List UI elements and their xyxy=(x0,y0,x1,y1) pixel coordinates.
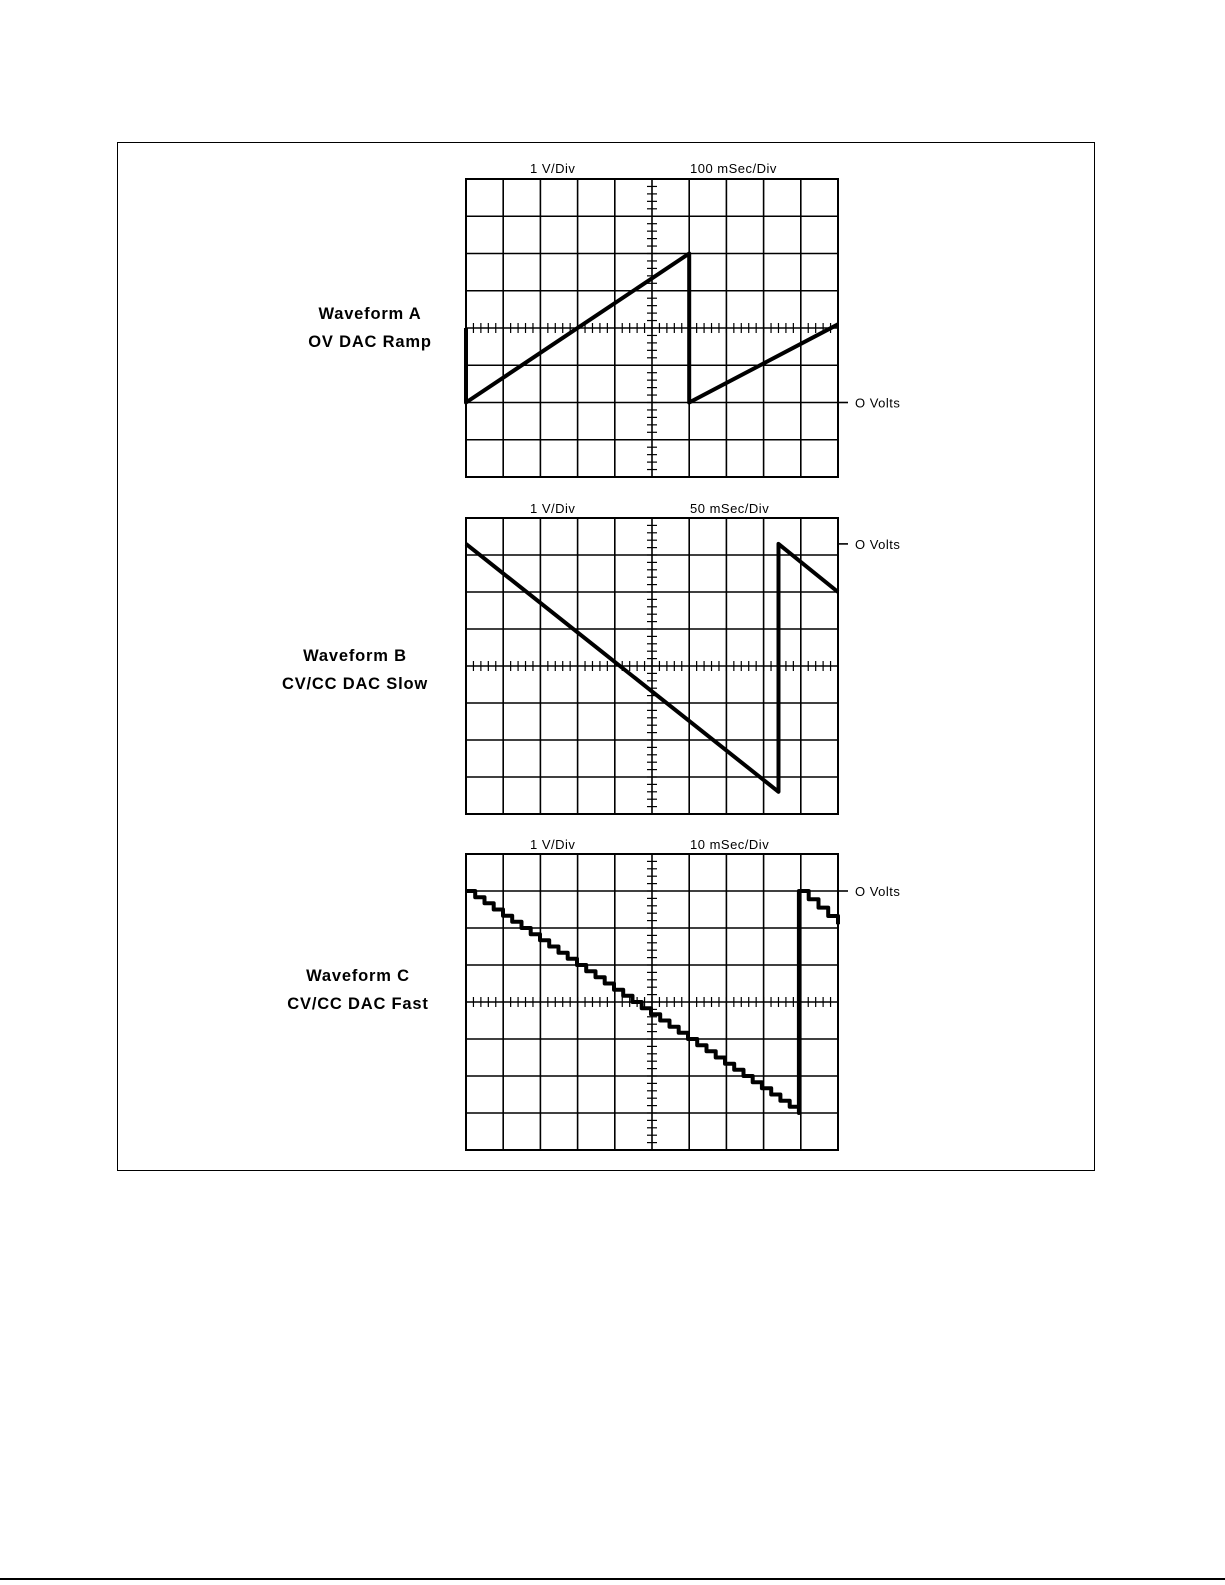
waveform-c-subtitle: CV/CC DAC Fast xyxy=(258,990,458,1018)
waveform-c-volts-per-div: 1 V/Div xyxy=(530,837,575,852)
waveform-b-scope: 1 V/Div 50 mSec/Div O Volts xyxy=(466,501,900,814)
waveform-b-time-per-div: 50 mSec/Div xyxy=(690,501,769,516)
waveform-a-label: Waveform A OV DAC Ramp xyxy=(270,300,470,356)
waveform-b-volts-per-div: 1 V/Div xyxy=(530,501,575,516)
waveform-a-time-per-div: 100 mSec/Div xyxy=(690,161,777,176)
waveform-a-volts-per-div: 1 V/Div xyxy=(530,161,575,176)
waveform-c-scope: 1 V/Div 10 mSec/Div O Volts xyxy=(466,837,900,1150)
waveform-a-subtitle: OV DAC Ramp xyxy=(270,328,470,356)
waveform-a-zero-volts-label: O Volts xyxy=(855,396,900,411)
waveform-b-subtitle: CV/CC DAC Slow xyxy=(255,670,455,698)
waveform-c-zero-volts-label: O Volts xyxy=(855,884,900,899)
waveform-b-zero-volts-label: O Volts xyxy=(855,537,900,552)
waveform-c-title: Waveform C xyxy=(258,962,458,990)
waveform-c-label: Waveform C CV/CC DAC Fast xyxy=(258,962,458,1018)
waveform-b-title: Waveform B xyxy=(255,642,455,670)
waveform-a-title: Waveform A xyxy=(270,300,470,328)
waveform-c-time-per-div: 10 mSec/Div xyxy=(690,837,769,852)
waveform-a-scope: 1 V/Div 100 mSec/Div O Volts xyxy=(466,161,900,477)
waveform-b-label: Waveform B CV/CC DAC Slow xyxy=(255,642,455,698)
